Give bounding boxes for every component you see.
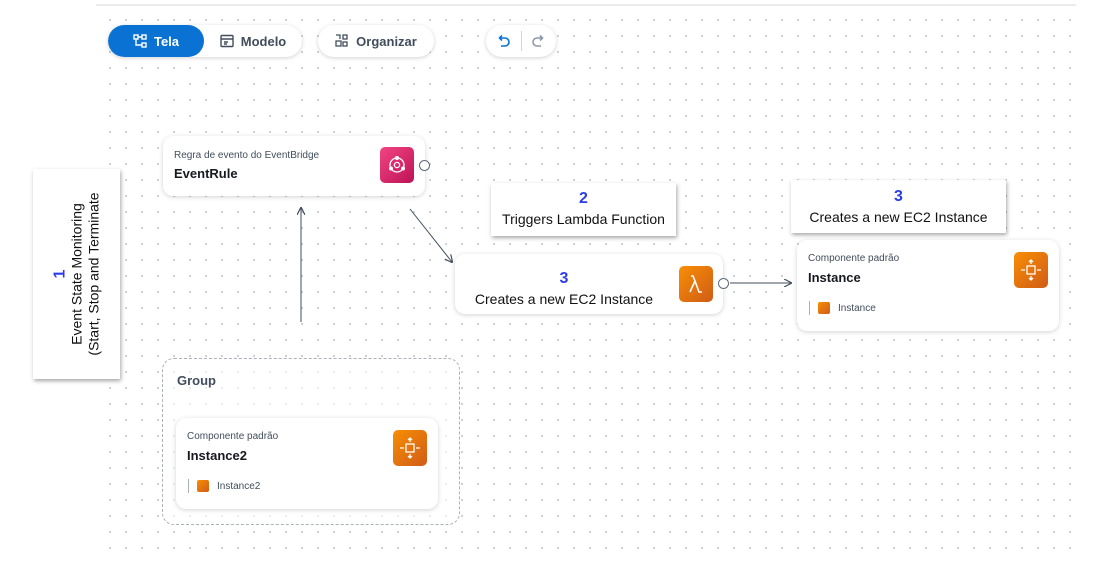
group-label: Group bbox=[177, 373, 216, 388]
ec2-instance-icon bbox=[1014, 252, 1048, 288]
eventrule-node[interactable]: Regra de evento do EventBridge EventRule bbox=[163, 136, 430, 196]
output-port[interactable] bbox=[718, 278, 729, 289]
redo-icon bbox=[532, 34, 544, 47]
template-icon bbox=[220, 34, 234, 48]
ec2-instance-icon bbox=[197, 480, 209, 492]
node-title: EventRule bbox=[174, 166, 238, 181]
tab-tela[interactable]: Tela bbox=[108, 25, 204, 57]
annotation-number: 3 bbox=[894, 188, 903, 205]
node-subtitle: Componente padrão bbox=[187, 431, 279, 442]
tab-modelo-label: Modelo bbox=[240, 33, 287, 49]
resource-line: Instance2 bbox=[188, 479, 260, 493]
history-controls bbox=[486, 25, 556, 57]
output-port[interactable] bbox=[419, 160, 430, 171]
organizar-button[interactable]: Organizar bbox=[318, 25, 434, 57]
organizar-label: Organizar bbox=[356, 33, 417, 49]
undo-button[interactable] bbox=[487, 25, 521, 57]
instance-node[interactable]: Componente padrão Instance Instance bbox=[797, 240, 1059, 331]
tab-modelo[interactable]: Modelo bbox=[204, 25, 302, 57]
annotation-text: Creates a new EC2 Instance bbox=[474, 291, 654, 307]
annotation-2: 2 Triggers Lambda Function bbox=[491, 183, 676, 236]
instance2-node[interactable]: Componente padrão Instance2 Instance2 bbox=[176, 418, 438, 509]
node-subtitle: Componente padrão bbox=[808, 253, 900, 264]
annotation-text: (Start, Stop and Terminate bbox=[85, 192, 101, 356]
node-subtitle: Regra de evento do EventBridge bbox=[174, 150, 320, 161]
resource-line: Instance bbox=[809, 301, 876, 315]
annotation-text: Event State Monitoring bbox=[68, 203, 84, 345]
annotation-text: Creates a new EC2 Instance bbox=[809, 209, 988, 225]
undo-icon bbox=[498, 34, 510, 47]
arrange-icon bbox=[335, 34, 348, 47]
annotation-number: 2 bbox=[579, 190, 588, 207]
lambda-node[interactable] bbox=[455, 254, 729, 314]
lambda-icon bbox=[679, 266, 713, 302]
annotation-number: 3 bbox=[559, 270, 569, 287]
view-toggle: Tela Modelo bbox=[108, 25, 302, 57]
node-title: Instance2 bbox=[187, 448, 247, 463]
annotation-1: 1 Event State Monitoring (Start, Stop an… bbox=[33, 169, 120, 379]
redo-button[interactable] bbox=[522, 25, 556, 57]
resource-name: Instance2 bbox=[217, 480, 261, 492]
eventbridge-icon bbox=[380, 147, 414, 183]
annotation-3-center: 3 Creates a new EC2 Instance bbox=[461, 261, 667, 315]
resource-name: Instance bbox=[838, 302, 876, 314]
ec2-instance-icon bbox=[393, 430, 427, 466]
annotation-number: 1 bbox=[51, 269, 68, 279]
node-title: Instance bbox=[808, 270, 861, 285]
diagram-icon bbox=[133, 34, 147, 48]
toolbar-divider bbox=[520, 31, 522, 51]
ec2-instance-icon bbox=[818, 302, 830, 314]
annotation-3-right: 3 Creates a new EC2 Instance bbox=[791, 180, 1006, 233]
annotation-text: Triggers Lambda Function bbox=[502, 211, 665, 227]
tab-tela-label: Tela bbox=[153, 33, 180, 49]
